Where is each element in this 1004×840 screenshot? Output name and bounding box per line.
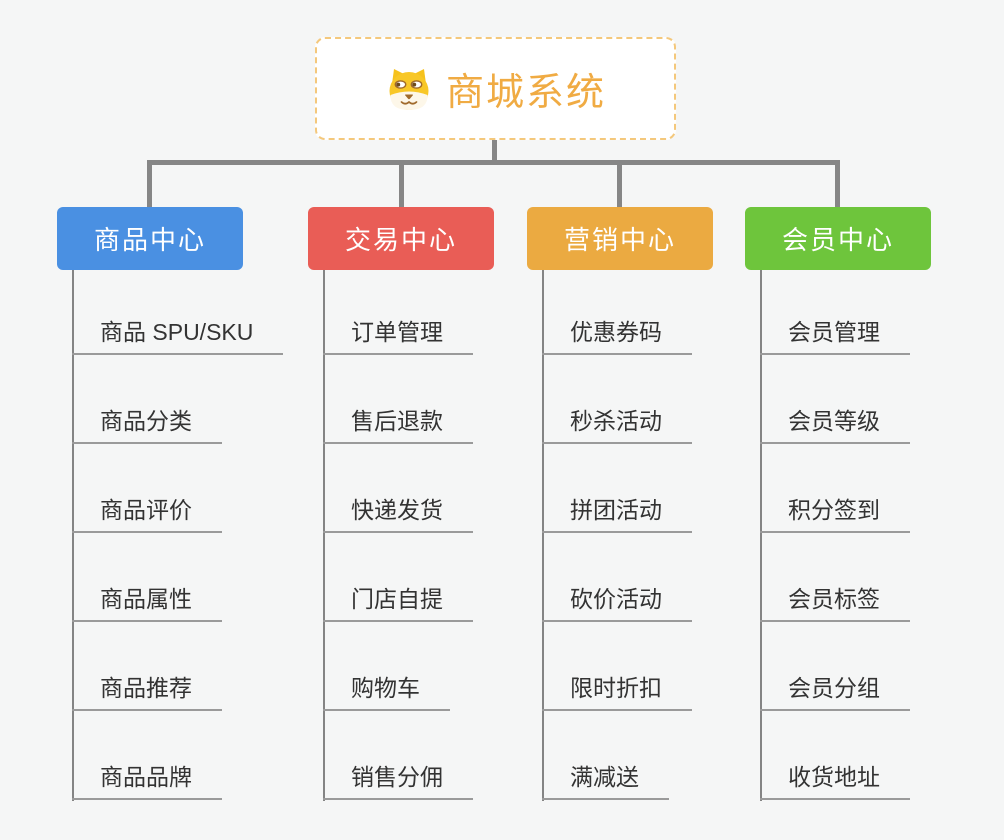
leaf-label: 商品属性 [72,584,222,622]
leaf-label: 秒杀活动 [542,406,692,444]
leaf-node[interactable]: 优惠券码 [542,317,692,355]
leaf-label: 售后退款 [323,406,473,444]
leaf-node[interactable]: 销售分佣 [323,762,473,800]
leaf-label: 商品品牌 [72,762,222,800]
leaf-node[interactable]: 会员管理 [760,317,910,355]
connector-branch-stub [835,160,840,208]
connector-trunk [72,270,74,801]
root-title: 商城系统 [445,72,606,114]
connector-branch-stub [147,160,152,208]
leaf-label: 销售分佣 [323,762,473,800]
leaf-label: 满减送 [542,762,669,800]
leaf-label: 商品推荐 [72,673,222,711]
connector-trunk [542,270,544,801]
leaf-node[interactable]: 商品 SPU/SKU [72,317,284,355]
leaf-node[interactable]: 满减送 [542,762,669,800]
connector-root-stub [492,139,497,163]
leaf-node[interactable]: 收货地址 [760,762,910,800]
leaf-node[interactable]: 门店自提 [323,584,473,622]
leaf-node[interactable]: 拼团活动 [542,495,692,533]
leaf-label: 会员标签 [760,584,910,622]
leaf-node[interactable]: 商品评价 [72,495,222,533]
branch-label: 营销中心 [563,225,676,255]
leaf-label: 门店自提 [323,584,473,622]
leaf-label: 会员等级 [760,406,910,444]
connector-branch-stub [399,160,404,208]
leaf-node[interactable]: 售后退款 [323,406,473,444]
leaf-label: 限时折扣 [542,673,692,711]
branch-node-member-center[interactable]: 会员中心 [745,207,931,270]
branch-node-trade-center[interactable]: 交易中心 [308,207,494,270]
leaf-node[interactable]: 秒杀活动 [542,406,692,444]
connector-trunk [760,270,762,801]
branch-label: 会员中心 [781,225,894,255]
leaf-label: 购物车 [323,673,450,711]
leaf-label: 快递发货 [323,495,473,533]
leaf-node[interactable]: 砍价活动 [542,584,692,622]
leaf-label: 优惠券码 [542,317,692,355]
leaf-label: 会员分组 [760,673,910,711]
dog-face-icon [385,66,433,112]
leaf-node[interactable]: 限时折扣 [542,673,692,711]
leaf-label: 拼团活动 [542,495,692,533]
root-node[interactable]: 商城系统 [315,37,676,140]
connector-horizontal-line [147,160,838,165]
leaf-node[interactable]: 商品分类 [72,406,222,444]
leaf-node[interactable]: 商品品牌 [72,762,222,800]
leaf-label: 砍价活动 [542,584,692,622]
leaf-label: 积分签到 [760,495,910,533]
leaf-node[interactable]: 商品推荐 [72,673,222,711]
leaf-label: 商品 SPU/SKU [72,317,284,355]
leaf-label: 收货地址 [760,762,910,800]
leaf-node[interactable]: 购物车 [323,673,450,711]
leaf-node[interactable]: 会员等级 [760,406,910,444]
leaf-node[interactable]: 积分签到 [760,495,910,533]
connector-trunk [323,270,325,801]
leaf-label: 订单管理 [323,317,473,355]
leaf-label: 商品评价 [72,495,222,533]
leaf-node[interactable]: 会员分组 [760,673,910,711]
branch-node-product-center[interactable]: 商品中心 [57,207,243,270]
leaf-node[interactable]: 会员标签 [760,584,910,622]
leaf-node[interactable]: 订单管理 [323,317,473,355]
leaf-label: 商品分类 [72,406,222,444]
leaf-node[interactable]: 商品属性 [72,584,222,622]
connector-branch-stub [617,160,622,208]
branch-node-marketing-center[interactable]: 营销中心 [527,207,713,270]
leaf-node[interactable]: 快递发货 [323,495,473,533]
branch-label: 交易中心 [344,225,457,255]
leaf-label: 会员管理 [760,317,910,355]
branch-label: 商品中心 [93,225,206,255]
